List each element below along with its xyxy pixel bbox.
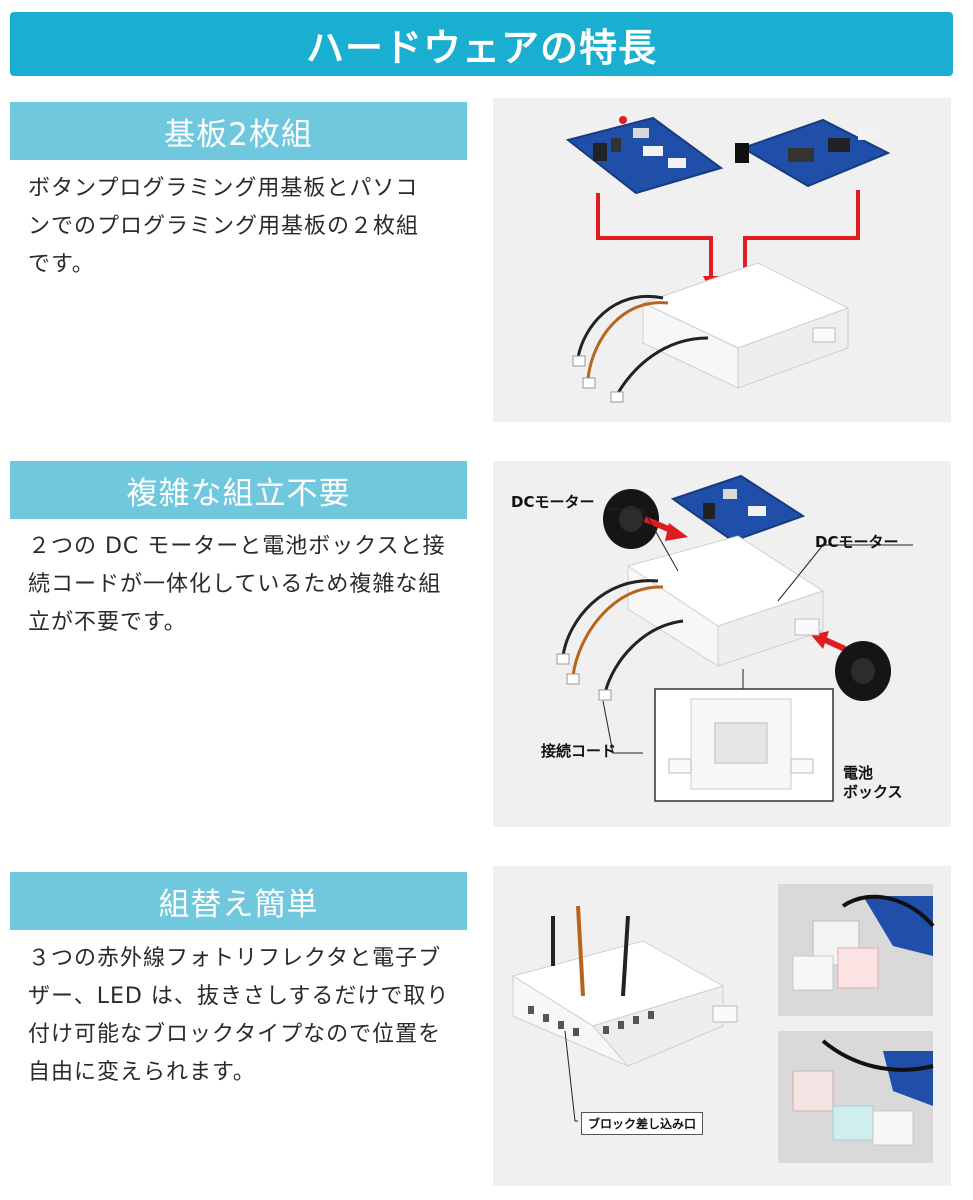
section-text-boards: ボタンプログラミング用基板とパソコ ンでのプログラミング用基板の２枚組 です。 — [28, 170, 460, 284]
page-title: ハードウェアの特長 — [305, 25, 657, 70]
block-illustration — [511, 884, 935, 1163]
section-heading-text: 組替え簡単 — [158, 886, 319, 923]
button-programming-board — [565, 116, 724, 195]
battery-box-inset — [654, 688, 834, 802]
text-line: ３つの赤外線フォトリフレクタと電子ブ — [28, 946, 442, 971]
section-heading-boards: 基板2枚組 — [10, 102, 467, 160]
dc-motor-left — [603, 489, 659, 549]
main-unit — [511, 940, 738, 1067]
label-battery-box: 電池 ボックス — [843, 764, 903, 802]
section-heading-text: 基板2枚組 — [164, 116, 313, 153]
section-text-no-assembly: ２つの DC モーターと電池ボックスと接 続コードが一体化しているため複雑な組 … — [28, 528, 460, 642]
text-line: 自由に変えられます。 — [28, 1060, 256, 1085]
connection-cords — [576, 295, 709, 394]
label-dc-motor-right: DCモーター — [815, 533, 899, 551]
page-banner: ハードウェアの特長 — [10, 12, 953, 76]
section-heading-text: 複雑な組立不要 — [126, 475, 351, 512]
label-block-slot: ブロック差し込み口 — [581, 1112, 704, 1135]
assembly-illustration — [556, 474, 913, 802]
block-inset-top — [778, 884, 935, 1016]
pc-programming-board — [735, 118, 891, 188]
photo-no-assembly: DCモーター DCモーター 接続コード 電池 ボックス — [493, 461, 951, 827]
text-line: ２つの DC モーターと電池ボックスと接 — [28, 534, 446, 559]
text-line: 付け可能なブロックタイプなので位置を — [28, 1022, 442, 1047]
text-line: ンでのプログラミング用基板の２枚組 — [28, 214, 420, 239]
dc-motor-right — [835, 641, 891, 701]
insert-arrows — [596, 190, 860, 278]
text-line: ボタンプログラミング用基板とパソコ — [28, 176, 419, 201]
photo-easy-rearrange: ブロック差し込み口 — [493, 866, 951, 1186]
block-inset-bottom — [778, 1031, 934, 1163]
label-battery-line: 電池 — [843, 764, 874, 782]
label-battery-line: ボックス — [843, 783, 903, 801]
section-heading-easy-rearrange: 組替え簡単 — [10, 872, 467, 930]
board — [670, 474, 806, 543]
text-line: です。 — [28, 252, 95, 277]
label-dc-motor-left: DCモーター — [511, 493, 595, 511]
boards-illustration — [565, 116, 891, 403]
text-line: ザー、LED は、抜きさしするだけで取り — [28, 984, 450, 1009]
section-text-easy-rearrange: ３つの赤外線フォトリフレクタと電子ブ ザー、LED は、抜きさしするだけで取り … — [28, 940, 460, 1092]
main-unit — [641, 262, 850, 389]
connection-cords — [561, 579, 684, 694]
text-line: 立が不要です。 — [28, 610, 187, 635]
text-line: 続コードが一体化しているため複雑な組 — [28, 572, 442, 597]
label-connection-cord: 接続コード — [541, 742, 617, 760]
section-heading-no-assembly: 複雑な組立不要 — [10, 461, 467, 519]
main-unit — [626, 535, 825, 667]
photo-boards — [493, 98, 951, 422]
